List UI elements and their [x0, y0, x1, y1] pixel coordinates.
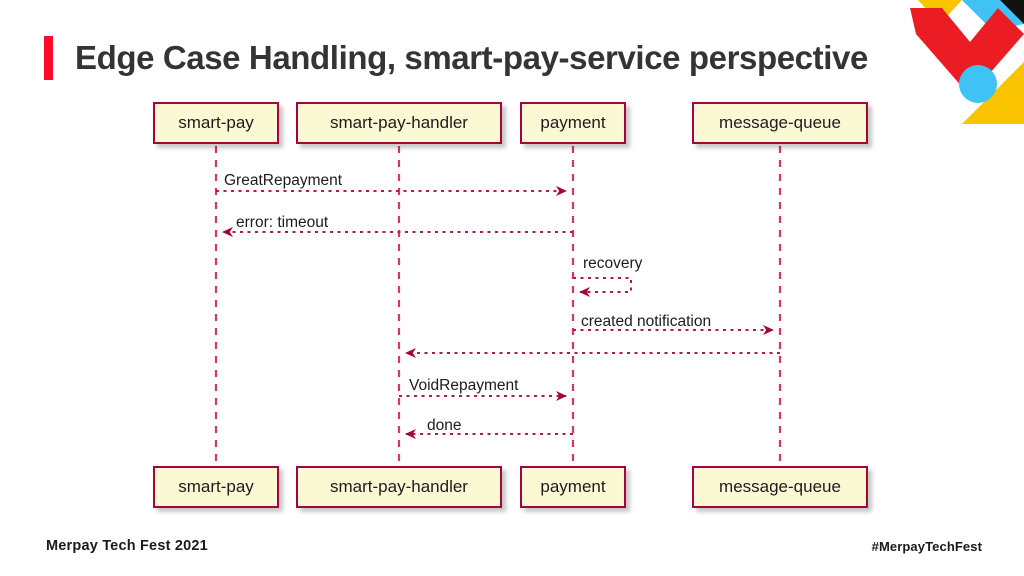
- participant-label: smart-pay: [178, 113, 254, 132]
- message-label-void-repayment: VoidRepayment: [409, 377, 519, 394]
- participant-box-smart-pay-bottom[interactable]: smart-pay: [153, 466, 279, 508]
- footer-hashtag: #MerpayTechFest: [871, 539, 982, 554]
- participant-box-smart-pay-top[interactable]: smart-pay: [153, 102, 279, 144]
- message-label-great-repayment: GreatRepayment: [224, 172, 343, 189]
- participant-box-smart-pay-handler-bottom[interactable]: smart-pay-handler: [296, 466, 502, 508]
- message-label-recovery: recovery: [583, 255, 643, 272]
- participant-box-message-queue-bottom[interactable]: message-queue: [692, 466, 868, 508]
- participant-label: smart-pay: [178, 477, 254, 496]
- lifelines: [214, 146, 782, 466]
- participant-label: message-queue: [719, 113, 841, 132]
- participant-label: message-queue: [719, 477, 841, 496]
- participant-box-payment-top[interactable]: payment: [520, 102, 626, 144]
- page-title: Edge Case Handling, smart-pay-service pe…: [75, 39, 868, 76]
- footer-event-name: Merpay Tech Fest 2021: [46, 538, 208, 554]
- message-label-error-timeout: error: timeout: [236, 214, 329, 231]
- page-title-row: Edge Case Handling, smart-pay-service pe…: [44, 33, 868, 83]
- message-label-created-notification: created notification: [581, 313, 712, 330]
- message-label-done: done: [427, 417, 462, 434]
- arrow-recovery-self: [573, 277, 632, 297]
- participant-box-message-queue-top[interactable]: message-queue: [692, 102, 868, 144]
- participant-box-smart-pay-handler-top[interactable]: smart-pay-handler: [296, 102, 502, 144]
- message-arrows: [216, 186, 780, 439]
- participant-label: payment: [540, 477, 606, 496]
- participant-box-payment-bottom[interactable]: payment: [520, 466, 626, 508]
- participant-label: smart-pay-handler: [330, 113, 468, 132]
- participant-label: payment: [540, 113, 606, 132]
- participant-label: smart-pay-handler: [330, 477, 468, 496]
- title-accent-bar: [44, 36, 53, 80]
